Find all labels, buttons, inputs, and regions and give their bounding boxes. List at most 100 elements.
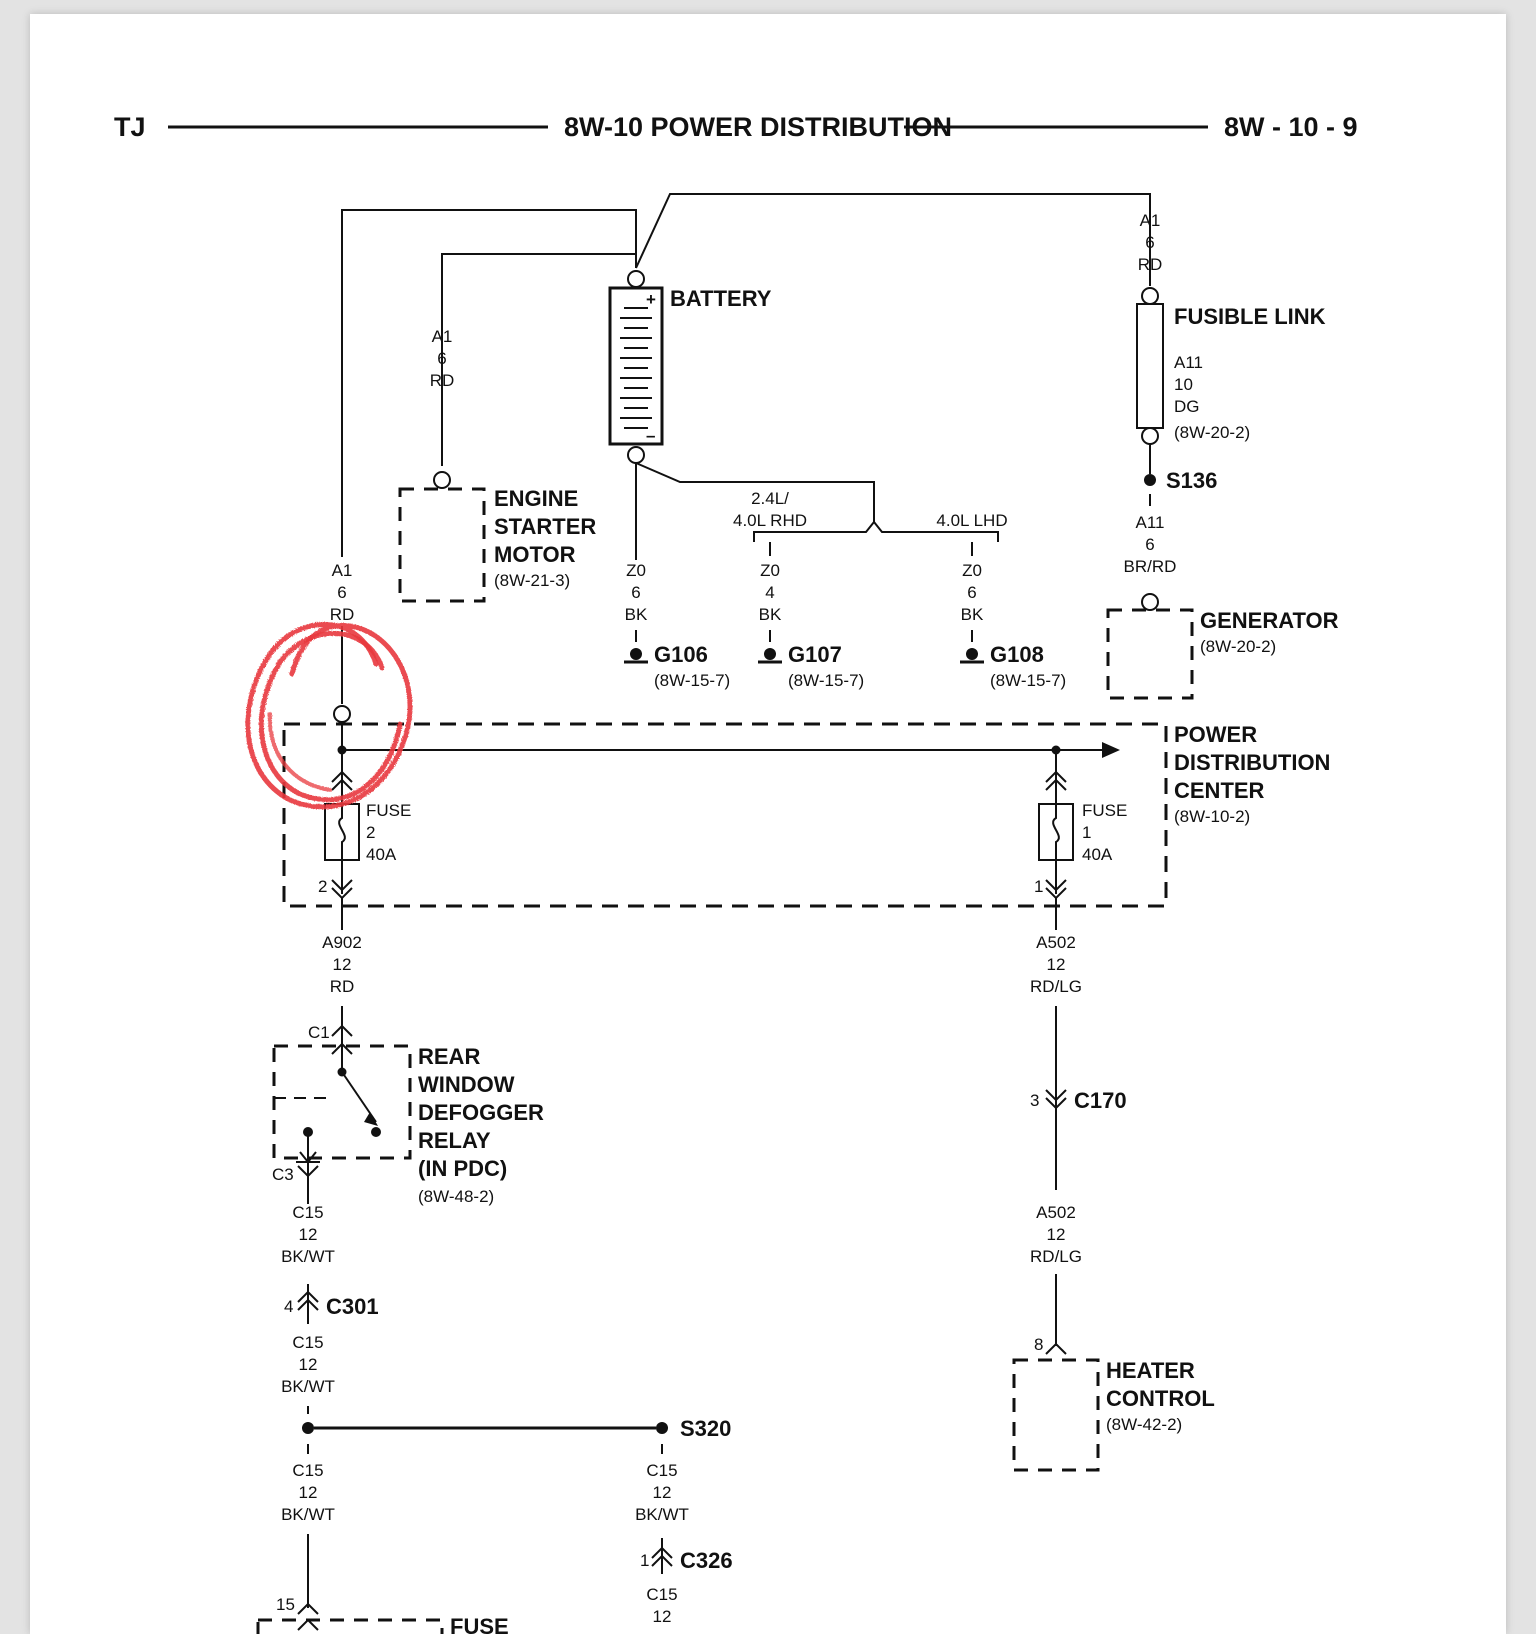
svg-text:POWER: POWER [1174, 722, 1257, 747]
svg-text:A502: A502 [1036, 1203, 1076, 1222]
svg-text:A502: A502 [1036, 933, 1076, 952]
svg-text:(8W-20-2): (8W-20-2) [1174, 423, 1250, 442]
svg-text:12: 12 [1047, 1225, 1066, 1244]
svg-text:(8W-15-7): (8W-15-7) [788, 671, 864, 690]
svg-text:WINDOW: WINDOW [418, 1072, 515, 1097]
svg-text:C15: C15 [292, 1461, 323, 1480]
svg-text:Z0: Z0 [962, 561, 982, 580]
ground-g106: Z0 6 BK G106 (8W-15-7) [624, 561, 730, 690]
svg-text:12: 12 [653, 1607, 672, 1626]
svg-text:BK: BK [961, 605, 984, 624]
svg-text:4: 4 [284, 1297, 293, 1316]
svg-text:G107: G107 [788, 642, 842, 667]
fusible-link: FUSIBLE LINK A11 10 DG (8W-20-2) [1136, 287, 1326, 445]
ground-g107: Z0 4 BK G107 (8W-15-7) [758, 561, 864, 690]
svg-text:STARTER: STARTER [494, 514, 596, 539]
svg-text:RD: RD [330, 977, 355, 996]
svg-text:6: 6 [337, 583, 346, 602]
svg-text:GENERATOR: GENERATOR [1200, 608, 1339, 633]
svg-text:A1: A1 [432, 327, 453, 346]
variant-label-rhd: 4.0L RHD [733, 511, 807, 530]
svg-text:HEATER: HEATER [1106, 1358, 1195, 1383]
svg-text:RD: RD [430, 371, 455, 390]
rear-window-defogger-relay: C1 C3 REAR WINDOW DEFOGGER RELAY (IN PDC… [272, 1006, 544, 1206]
svg-text:C15: C15 [292, 1203, 323, 1222]
svg-text:C1: C1 [308, 1023, 330, 1042]
connector-c301: 4 C301 [284, 1284, 379, 1324]
svg-text:BK/WT: BK/WT [281, 1247, 335, 1266]
power-distribution-center: POWER DISTRIBUTION CENTER (8W-10-2) [282, 705, 1330, 908]
svg-text:BK/WT: BK/WT [635, 1505, 689, 1524]
svg-text:(8W-21-3): (8W-21-3) [494, 571, 570, 590]
svg-text:A1: A1 [1140, 211, 1161, 230]
svg-text:12: 12 [299, 1225, 318, 1244]
fuse-2-number: 2 [366, 823, 375, 842]
svg-text:RELAY: RELAY [418, 1128, 491, 1153]
ground-g108: Z0 6 BK G108 (8W-15-7) [960, 561, 1066, 690]
svg-text:3: 3 [1030, 1091, 1039, 1110]
fuse-1-number: 1 [1082, 823, 1091, 842]
connector-c326: 1 C326 [640, 1538, 733, 1574]
fuse-2-pin: 2 [318, 877, 327, 896]
fuse-1-rating: 40A [1082, 845, 1113, 864]
fuse-1-pin: 1 [1034, 877, 1043, 896]
svg-text:C326: C326 [680, 1548, 733, 1573]
svg-text:C170: C170 [1074, 1088, 1127, 1113]
wire-a502-top: A502 12 RD/LG [1030, 933, 1082, 996]
svg-text:DG: DG [1174, 397, 1200, 416]
document-page: TJ 8W-10 POWER DISTRIBUTION 8W - 10 - 9 … [30, 14, 1506, 1634]
wire-c15-d: C15 12 BK/WT [635, 1461, 689, 1524]
wire-a502-bottom: A502 12 RD/LG [1030, 1203, 1082, 1266]
svg-text:A902: A902 [322, 933, 362, 952]
svg-text:ENGINE: ENGINE [494, 486, 578, 511]
svg-text:RD: RD [1138, 255, 1163, 274]
svg-text:(8W-15-7): (8W-15-7) [990, 671, 1066, 690]
svg-text:A11: A11 [1174, 353, 1203, 372]
wire-c15-b: C15 12 BK/WT [281, 1333, 335, 1396]
svg-text:(8W-48-2): (8W-48-2) [418, 1187, 494, 1206]
svg-text:S136: S136 [1166, 468, 1217, 493]
svg-text:12: 12 [299, 1355, 318, 1374]
svg-text:6: 6 [437, 349, 446, 368]
bottom-fuse-block: 15 FUSE [256, 1534, 509, 1634]
wire-a1-top: A1 6 RD [1138, 211, 1163, 274]
svg-text:Z0: Z0 [626, 561, 646, 580]
svg-text:6: 6 [1145, 233, 1154, 252]
svg-text:(8W-42-2): (8W-42-2) [1106, 1415, 1182, 1434]
svg-text:S320: S320 [680, 1416, 731, 1441]
battery-minus-label: – [646, 426, 655, 445]
svg-text:RD/LG: RD/LG [1030, 977, 1082, 996]
svg-text:6: 6 [1145, 535, 1154, 554]
connector-c170: 3 C170 [1030, 1006, 1127, 1190]
svg-text:BK: BK [625, 605, 648, 624]
fuse-2 [324, 750, 360, 930]
svg-text:(8W-10-2): (8W-10-2) [1174, 807, 1250, 826]
svg-text:FUSIBLE LINK: FUSIBLE LINK [1174, 304, 1326, 329]
wire-a902: A902 12 RD [322, 933, 362, 996]
battery-label: BATTERY [670, 286, 772, 311]
top-wiring [341, 193, 1151, 696]
svg-text:A1: A1 [332, 561, 353, 580]
svg-text:8: 8 [1034, 1335, 1043, 1354]
wire-a1-starter: A1 6 RD [430, 327, 455, 390]
header: TJ 8W-10 POWER DISTRIBUTION 8W - 10 - 9 [114, 112, 1358, 142]
wire-c15-c: C15 12 BK/WT [281, 1461, 335, 1524]
splice-s320: S320 [302, 1406, 731, 1454]
svg-text:CENTER: CENTER [1174, 778, 1265, 803]
battery-plus-label: + [646, 290, 656, 309]
heater-control: 8 HEATER CONTROL (8W-42-2) [1012, 1274, 1215, 1472]
svg-text:BK: BK [759, 605, 782, 624]
svg-text:REAR: REAR [418, 1044, 480, 1069]
svg-text:C3: C3 [272, 1165, 294, 1184]
svg-text:G106: G106 [654, 642, 708, 667]
engine-starter-motor: ENGINE STARTER MOTOR (8W-21-3) [398, 471, 596, 603]
generator: GENERATOR (8W-20-2) [1106, 593, 1339, 700]
svg-text:RD: RD [330, 605, 355, 624]
svg-text:C15: C15 [646, 1585, 677, 1604]
svg-text:6: 6 [631, 583, 640, 602]
svg-text:Z0: Z0 [760, 561, 780, 580]
svg-text:G108: G108 [990, 642, 1044, 667]
svg-text:12: 12 [333, 955, 352, 974]
svg-text:BK/WT: BK/WT [281, 1505, 335, 1524]
svg-text:DISTRIBUTION: DISTRIBUTION [1174, 750, 1330, 775]
